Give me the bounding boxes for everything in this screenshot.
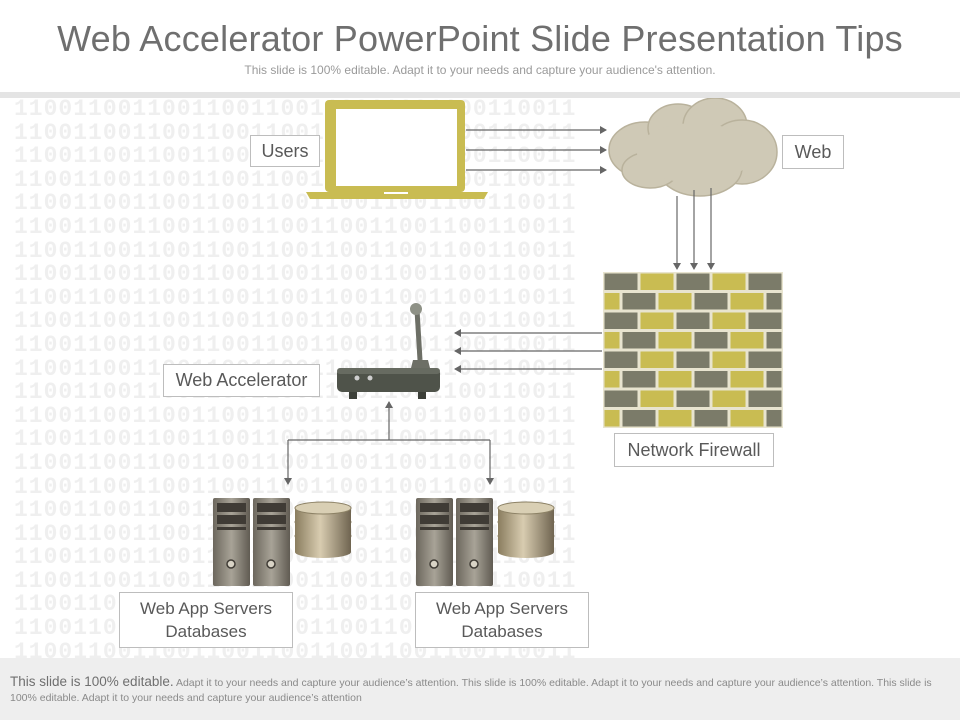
server-group-left [213, 498, 352, 586]
servers-right-label-line1: Web App Servers [436, 599, 568, 618]
servers-right-label-line2: Databases [461, 622, 543, 641]
firewall-brick [640, 273, 674, 290]
firewall-brick [658, 371, 692, 388]
firewall-brick [676, 351, 710, 368]
web-to-firewall-arrows [673, 188, 715, 270]
laptop-icon [306, 100, 488, 199]
firewall-brick [640, 351, 674, 368]
firewall-brick [766, 371, 782, 388]
firewall-brick [604, 293, 620, 310]
network-firewall-label: Network Firewall [614, 433, 774, 467]
firewall-brick [694, 332, 728, 349]
firewall-brick [604, 273, 638, 290]
firewall-brick [766, 410, 782, 427]
slide-header: Web Accelerator PowerPoint Slide Present… [0, 0, 960, 92]
firewall-brick [640, 390, 674, 407]
server-icon [213, 498, 250, 586]
firewall-brick [748, 390, 782, 407]
firewall-brick [712, 351, 746, 368]
firewall-brick [640, 312, 674, 329]
accelerator-to-servers-connector [284, 401, 494, 485]
firewall-brick [730, 332, 764, 349]
web-accelerator-label: Web Accelerator [163, 364, 320, 397]
firewall-brick [604, 390, 638, 407]
database-icon [294, 501, 352, 558]
firewall-brick [712, 390, 746, 407]
firewall-brick [748, 273, 782, 290]
database-icon [497, 501, 555, 558]
slide-subtitle: This slide is 100% editable. Adapt it to… [244, 63, 716, 77]
firewall-brick [604, 410, 620, 427]
diagram-graphics [213, 98, 783, 586]
firewall-brick [694, 293, 728, 310]
firewall-brick [622, 332, 656, 349]
firewall-brick [766, 332, 782, 349]
firewall-brick [730, 371, 764, 388]
firewall-brick [622, 371, 656, 388]
firewall-brick [694, 371, 728, 388]
firewall-brick [712, 273, 746, 290]
firewall-brick [604, 312, 638, 329]
firewall-brick [694, 410, 728, 427]
firewall-brick [676, 273, 710, 290]
slide-footer: This slide is 100% editable. Adapt it to… [0, 658, 960, 720]
footer-text: This slide is 100% editable. Adapt it to… [10, 674, 940, 706]
servers-left-label-line1: Web App Servers [140, 599, 272, 618]
users-to-web-arrows [466, 126, 607, 174]
server-icon [253, 498, 290, 586]
firewall-brick [730, 293, 764, 310]
server-icon [416, 498, 453, 586]
network-diagram: 11001100110011001100110011001100110011 1… [0, 98, 960, 658]
firewall-brick [658, 332, 692, 349]
firewall-brick [604, 371, 620, 388]
firewall-brick [604, 351, 638, 368]
cloud-icon [608, 98, 778, 197]
servers-left-label-line2: Databases [165, 622, 247, 641]
users-label: Users [250, 135, 320, 167]
firewall-brick [622, 293, 656, 310]
servers-right-label: Web App Servers Databases [415, 592, 589, 648]
footer-lead: This slide is 100% editable. [10, 674, 174, 689]
slide-title: Web Accelerator PowerPoint Slide Present… [57, 18, 903, 59]
firewall-brick [676, 312, 710, 329]
firewall-brick [748, 312, 782, 329]
header-divider [0, 92, 960, 98]
firewall-brick [658, 410, 692, 427]
firewall-brick [730, 410, 764, 427]
firewall-to-accelerator-arrows [454, 329, 602, 373]
servers-left-label: Web App Servers Databases [119, 592, 293, 648]
firewall-brick [676, 390, 710, 407]
router-icon [337, 303, 440, 399]
firewall-brick [748, 351, 782, 368]
firewall-brick [766, 293, 782, 310]
firewall-brick [604, 332, 620, 349]
firewall-icon [603, 272, 783, 428]
server-icon [456, 498, 493, 586]
firewall-brick [622, 410, 656, 427]
web-label: Web [782, 135, 844, 169]
firewall-brick [712, 312, 746, 329]
server-group-right [416, 498, 555, 586]
footer-body: Adapt it to your needs and capture your … [10, 677, 932, 704]
firewall-brick [658, 293, 692, 310]
